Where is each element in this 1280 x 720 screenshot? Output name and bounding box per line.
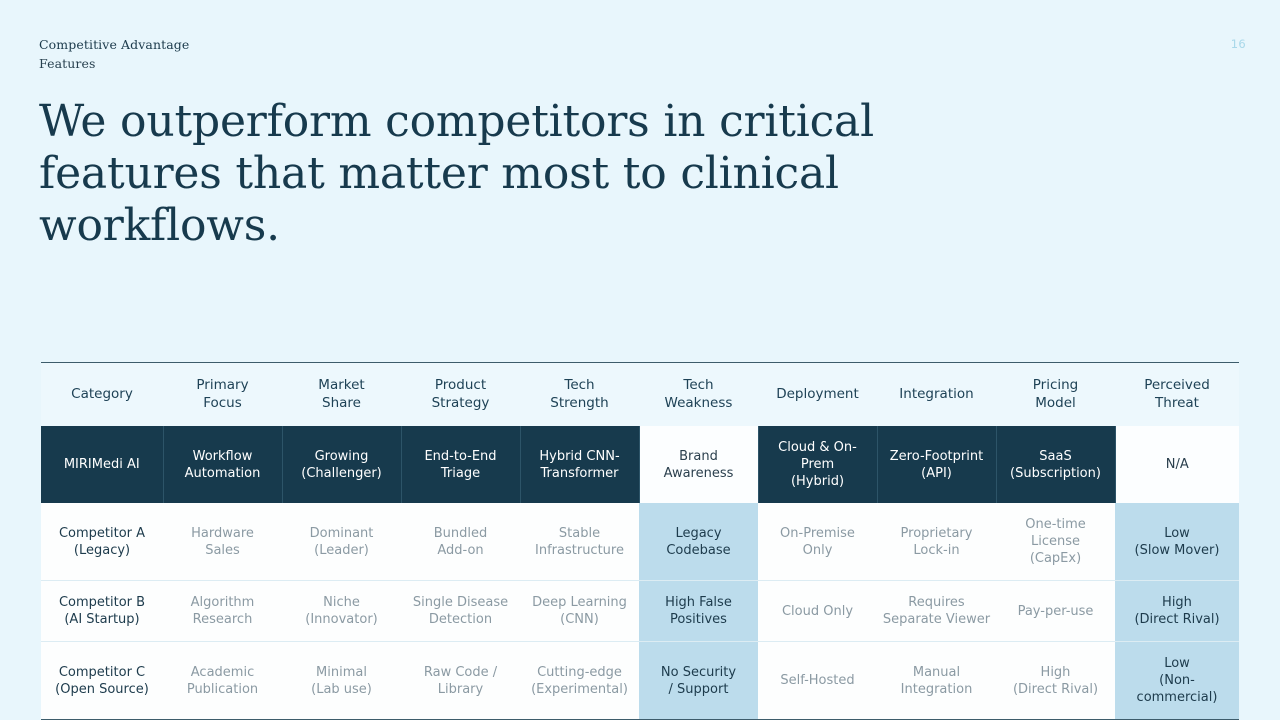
cell-category: MIRIMedi AI [41, 426, 164, 503]
table-row: Competitor B (AI Startup)Algorithm Resea… [41, 580, 1239, 642]
cell-primary-focus: Workflow Automation [163, 426, 283, 503]
column-header-primary-focus: Primary Focus [163, 363, 282, 426]
kicker: Competitive Advantage Features [39, 36, 189, 74]
page-number: 16 [1230, 37, 1246, 51]
cell-market-share: Niche (Innovator) [282, 580, 401, 642]
cell-tech-weakness: Legacy Codebase [639, 503, 758, 581]
cell-pricing-model: Pay-per-use [996, 580, 1115, 642]
cell-integration: Proprietary Lock-in [877, 503, 996, 581]
cell-product-strategy: Raw Code / Library [401, 641, 520, 719]
kicker-line-1: Competitive Advantage [39, 37, 190, 52]
kicker-line-2: Features [39, 55, 96, 71]
column-header-tech-strength: Tech Strength [520, 363, 639, 426]
cell-pricing-model: One-time License (CapEx) [996, 503, 1115, 581]
column-header-deployment: Deployment [758, 363, 877, 426]
cell-product-strategy: End-to-End Triage [401, 426, 521, 503]
cell-primary-focus: Algorithm Research [163, 580, 282, 642]
cell-product-strategy: Bundled Add-on [401, 503, 520, 581]
cell-primary-focus: Hardware Sales [163, 503, 282, 581]
column-header-market-share: Market Share [282, 363, 401, 426]
cell-integration: Manual Integration [877, 641, 996, 719]
column-header-pricing-model: Pricing Model [996, 363, 1115, 426]
cell-market-share: Growing (Challenger) [282, 426, 402, 503]
cell-integration: Requires Separate Viewer [877, 580, 996, 642]
cell-perceived-threat: Low (Slow Mover) [1115, 503, 1239, 581]
cell-product-strategy: Single Disease Detection [401, 580, 520, 642]
cell-market-share: Dominant (Leader) [282, 503, 401, 581]
cell-category: Competitor A (Legacy) [41, 503, 163, 581]
column-header-category: Category [41, 363, 163, 426]
cell-tech-weakness: Brand Awareness [639, 426, 759, 503]
cell-tech-strength: Hybrid CNN- Transformer [520, 426, 640, 503]
cell-pricing-model: High (Direct Rival) [996, 641, 1115, 719]
cell-tech-strength: Deep Learning (CNN) [520, 580, 639, 642]
cell-primary-focus: Academic Publication [163, 641, 282, 719]
column-header-tech-weakness: Tech Weakness [639, 363, 758, 426]
cell-market-share: Minimal (Lab use) [282, 641, 401, 719]
column-header-product-strategy: Product Strategy [401, 363, 520, 426]
cell-tech-weakness: No Security / Support [639, 641, 758, 719]
cell-pricing-model: SaaS (Subscription) [996, 426, 1116, 503]
cell-deployment: On-Premise Only [758, 503, 877, 581]
cell-integration: Zero-Footprint (API) [877, 426, 997, 503]
cell-tech-weakness: High False Positives [639, 580, 758, 642]
cell-perceived-threat: N/A [1115, 426, 1239, 503]
cell-perceived-threat: High (Direct Rival) [1115, 580, 1239, 642]
cell-deployment: Self-Hosted [758, 641, 877, 719]
page-title: We outperform competitors in critical fe… [39, 96, 874, 251]
cell-category: Competitor B (AI Startup) [41, 580, 163, 642]
cell-deployment: Cloud & On-Prem (Hybrid) [758, 426, 878, 503]
cell-tech-strength: Stable Infrastructure [520, 503, 639, 581]
cell-perceived-threat: Low (Non-commercial) [1115, 641, 1239, 719]
column-header-perceived-threat: Perceived Threat [1115, 363, 1239, 426]
cell-tech-strength: Cutting-edge (Experimental) [520, 641, 639, 719]
cell-deployment: Cloud Only [758, 580, 877, 642]
table-row: Competitor C (Open Source)Academic Publi… [41, 641, 1239, 719]
column-header-integration: Integration [877, 363, 996, 426]
cell-category: Competitor C (Open Source) [41, 641, 163, 719]
